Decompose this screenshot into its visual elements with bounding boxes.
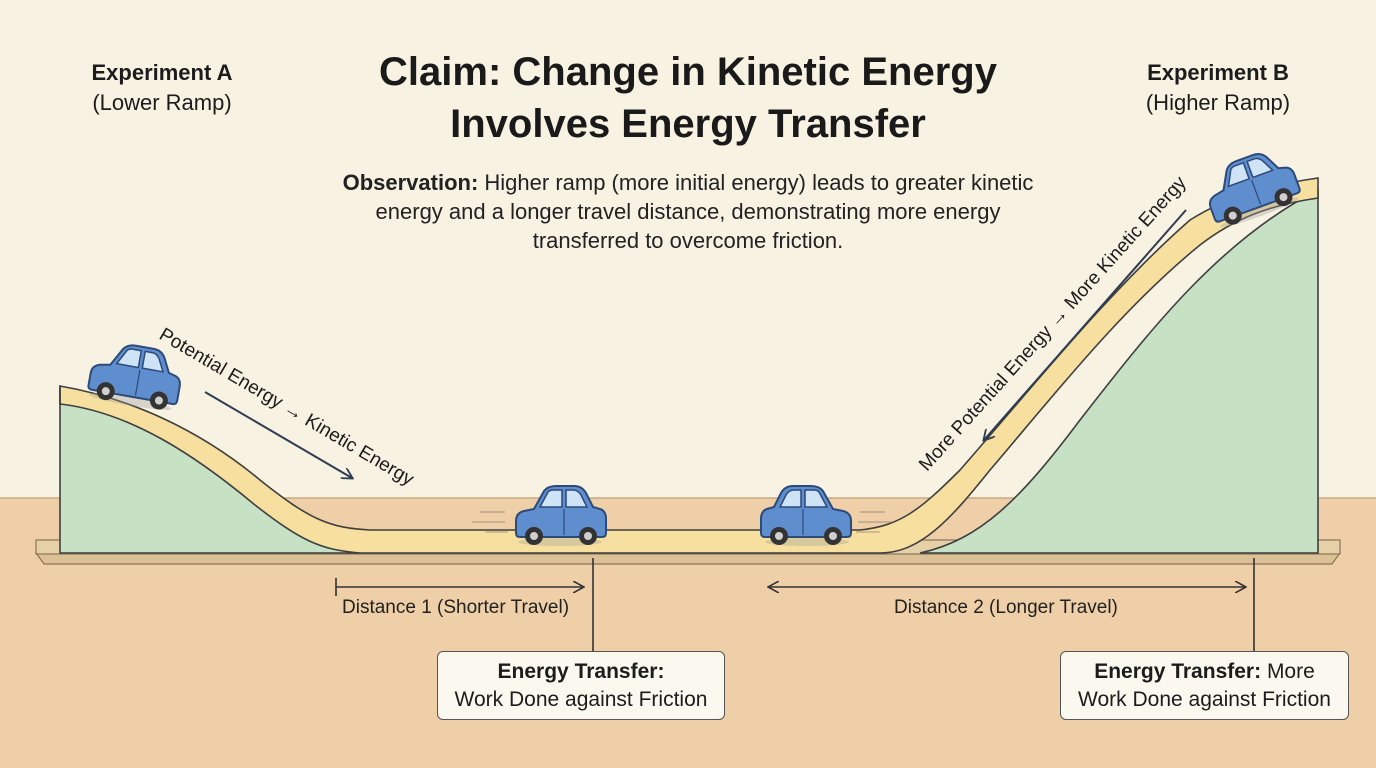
observation-text: Observation: Higher ramp (more initial e… bbox=[330, 168, 1046, 255]
experiment-b-detail: (Higher Ramp) bbox=[1145, 90, 1291, 115]
distance-2-label: Distance 2 (Longer Travel) bbox=[894, 597, 1118, 618]
transfer-a-line2: Work Done against Friction bbox=[454, 688, 708, 711]
arrow-icon bbox=[204, 391, 352, 478]
transfer-b-label: Energy Transfer: bbox=[1094, 660, 1262, 683]
experiment-a-heading: Experiment A (Lower Ramp) bbox=[62, 58, 262, 118]
energy-transfer-box-a: Energy Transfer: Work Done against Frict… bbox=[437, 651, 725, 720]
ramp-b-support bbox=[919, 188, 1319, 554]
experiment-a-detail: (Lower Ramp) bbox=[92, 90, 232, 115]
transfer-b-line2: Work Done against Friction bbox=[1078, 688, 1331, 711]
page-title: Claim: Change in Kinetic Energy Involves… bbox=[300, 46, 1076, 150]
arrow-icon bbox=[984, 209, 1187, 440]
base-slab bbox=[34, 552, 1342, 565]
title-line-1: Claim: Change in Kinetic Energy bbox=[379, 50, 997, 94]
car-a-bottom bbox=[515, 485, 607, 547]
track bbox=[59, 177, 1319, 554]
motion-streaks bbox=[472, 511, 892, 533]
observation-body: Higher ramp (more initial energy) leads … bbox=[375, 170, 1034, 253]
transfer-a-label: Energy Transfer: bbox=[497, 660, 665, 683]
experiment-a-name: Experiment A bbox=[91, 60, 233, 85]
experiment-b-heading: Experiment B (Higher Ramp) bbox=[1118, 58, 1318, 118]
title-line-2: Involves Energy Transfer bbox=[450, 102, 926, 146]
car-b-bottom bbox=[760, 485, 852, 547]
experiment-b-name: Experiment B bbox=[1147, 60, 1289, 85]
transfer-b-extra: More bbox=[1266, 660, 1315, 683]
distance-1-label: Distance 1 (Shorter Travel) bbox=[342, 597, 570, 618]
observation-label: Observation: bbox=[342, 170, 479, 195]
energy-transfer-box-b: Energy Transfer: More Work Done against … bbox=[1060, 651, 1349, 720]
